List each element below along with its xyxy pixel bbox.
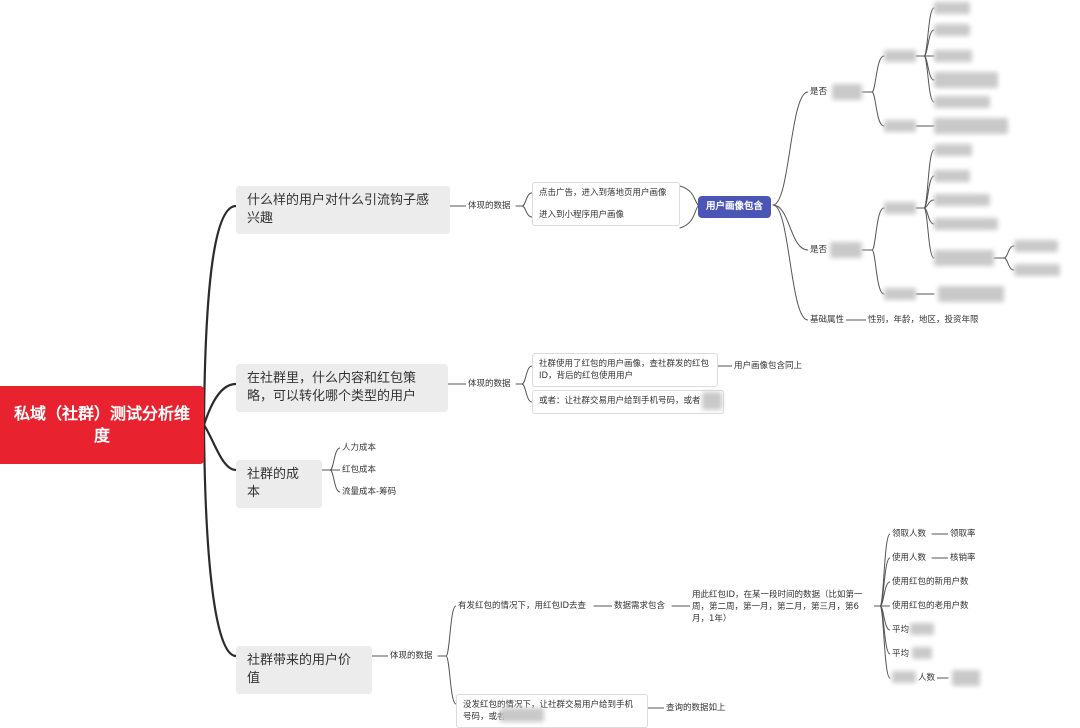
redacted-block [884,288,916,300]
data-label: 体现的数据 [466,199,513,213]
profile-pill[interactable]: 用户画像包含 [698,196,772,218]
redacted-block [934,144,972,156]
redacted-block [934,96,990,108]
metric-claim-count: 领取人数 [890,527,929,541]
redpacket-profile-item: 社群使用了红包的用户画像，查社群发的红包ID，背后的红包使用用户 [532,353,718,387]
metric-old-users: 使用红包的老用户数 [890,599,971,613]
redacted-block [910,623,934,635]
redacted-block [702,392,722,410]
root-topic[interactable]: 私域（社群）测试分析维度 [0,386,204,464]
redacted-block [884,202,916,214]
branch-community-cost[interactable]: 社群的成本 [236,460,322,508]
cost-redpacket: 红包成本 [340,463,379,477]
redacted-block [934,50,972,62]
redacted-block [830,242,862,258]
data-item-miniprogram: 进入到小程序用户画像 [539,210,625,220]
redacted-block [500,708,544,722]
redacted-block [892,671,916,683]
redacted-block [934,218,998,230]
data-label: 体现的数据 [388,649,435,663]
profile-group-2: 是否 [808,243,830,257]
metric-writeoff-rate: 核销率 [948,551,978,565]
redacted-block [934,118,1008,134]
basic-attr: 基础属性 [808,313,847,327]
redacted-block [934,170,970,182]
data-item-list: 点击广告，进入到落地页用户画像 进入到小程序用户画像 [532,182,680,226]
redacted-block [934,72,998,88]
redacted-block [934,250,994,266]
phone-number-item: 或者：让社群交易用户给到手机号码，或者 [532,390,724,414]
profile-group-1: 是否 [808,85,830,99]
metric-people: 人数 [916,671,938,685]
branch-hook-interest[interactable]: 什么样的用户对什么引流钩子感兴趣 [236,186,450,234]
cost-traffic: 流量成本-筹码 [340,485,399,499]
basic-attr-detail: 性别，年龄，地区，投资年限 [866,313,981,327]
metric-new-users: 使用红包的新用户数 [890,575,971,589]
redacted-block [832,84,862,100]
case-with-redpacket: 有发红包的情况下，用红包ID去查 [456,599,589,613]
metric-use-count: 使用人数 [890,551,929,565]
redacted-block [1014,264,1060,276]
cost-labor: 人力成本 [340,441,379,455]
branch-user-value[interactable]: 社群带来的用户价值 [236,646,372,694]
metric-average-2: 平均 [890,647,912,661]
redacted-block [934,194,990,206]
redacted-block [884,50,916,62]
redacted-block [884,120,916,132]
time-range-detail: 用此红包ID，在某一段时间的数据（比如第一周，第二周，第一月，第二月，第三月，第… [690,588,874,626]
data-need-label: 数据需求包含 [612,599,668,613]
profile-same-note: 用户画像包含同上 [732,359,805,373]
data-label: 体现的数据 [466,377,513,391]
redacted-block [934,24,970,36]
redacted-block [934,2,970,14]
redacted-block [952,670,980,686]
branch-content-strategy[interactable]: 在社群里，什么内容和红包策略，可以转化哪个类型的用户 [236,364,448,412]
metric-claim-rate: 领取率 [948,527,978,541]
query-data-same: 查询的数据如上 [664,701,728,715]
data-item-landing: 点击广告，进入到落地页用户画像 [539,188,667,198]
redacted-block [912,647,932,659]
redacted-block [1014,240,1058,252]
redacted-block [938,286,1004,302]
case-without-redpacket: 没发红包的情况下，让社群交易用户给到手机号码，或者 [456,694,648,728]
metric-average-1: 平均 [890,623,912,637]
